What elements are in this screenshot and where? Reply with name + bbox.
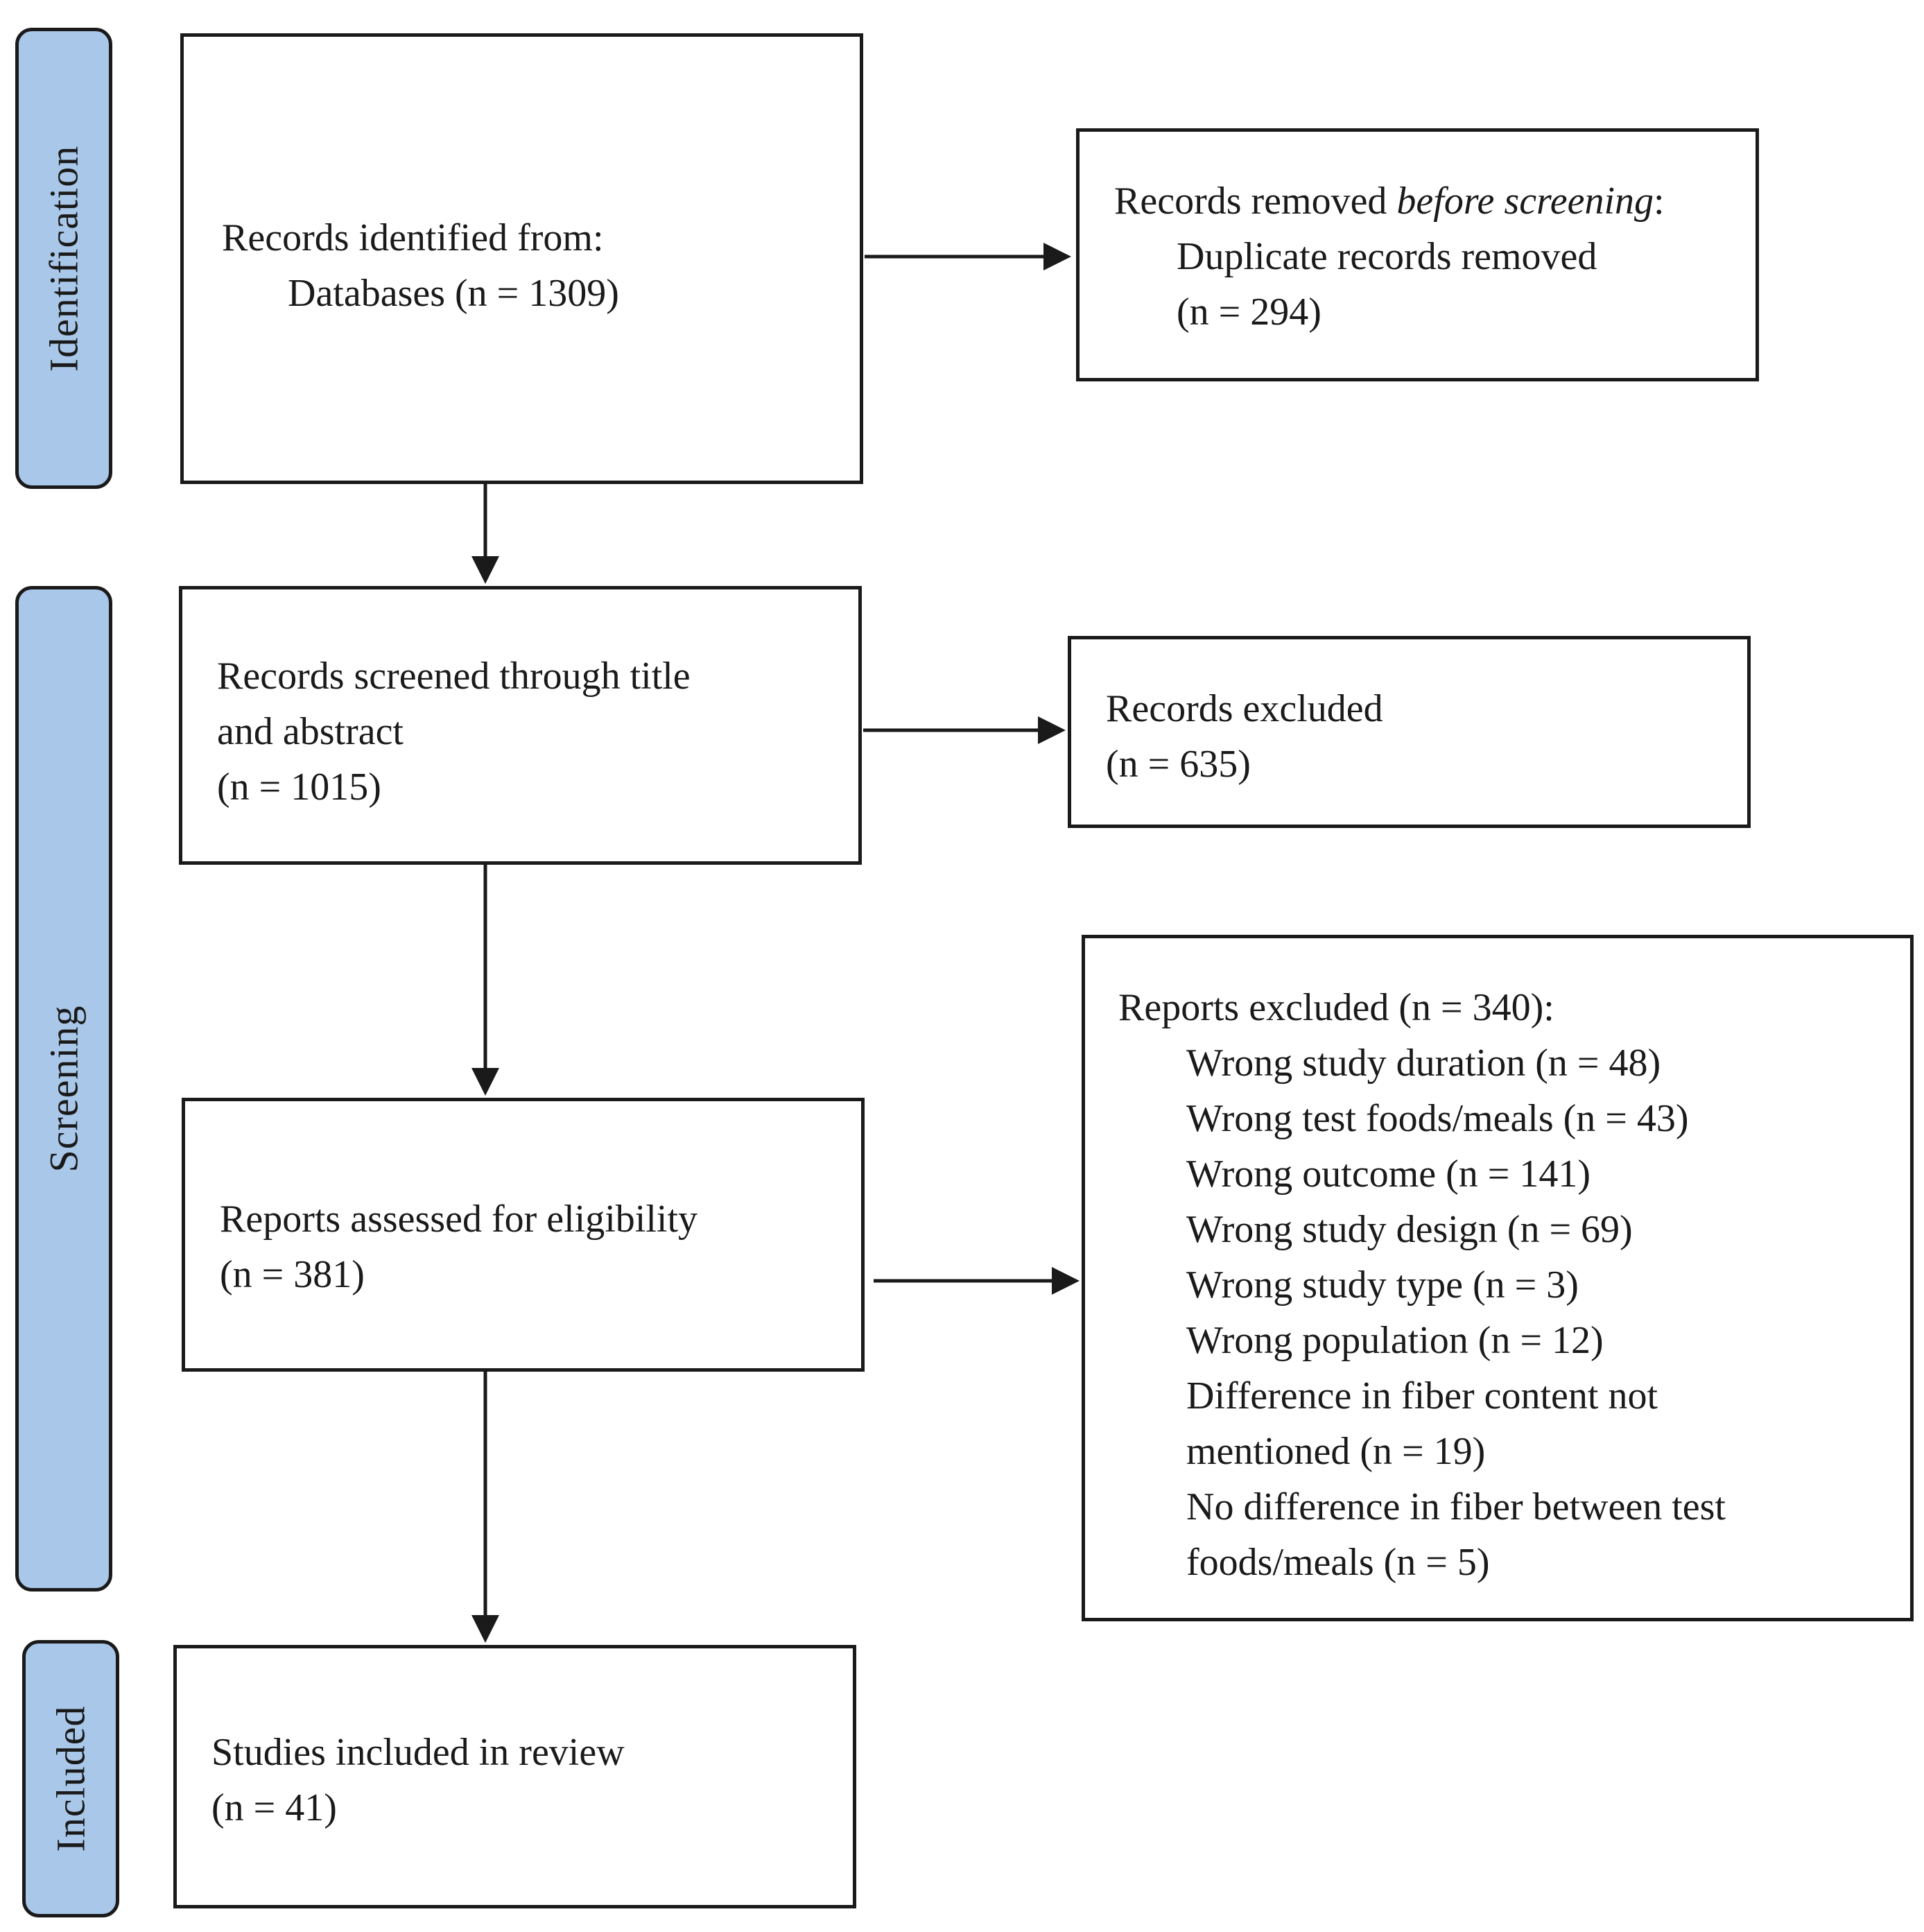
exclusion-reason: Wrong study type (n = 3): [1186, 1263, 1579, 1306]
reports-assessed-line1: Reports assessed for eligibility: [220, 1198, 698, 1241]
records-screened-box: Records screened through title and abstr…: [179, 586, 862, 865]
exclusion-reason: No difference in fiber between test: [1186, 1485, 1726, 1528]
records-screened-line2: and abstract: [217, 710, 404, 753]
records-identified-line1: Records identified from:: [222, 216, 604, 259]
records-excluded-line2: (n = 635): [1106, 743, 1251, 786]
records-excluded-line1: Records excluded: [1106, 687, 1383, 730]
phase-included: Included: [22, 1640, 119, 1917]
exclusion-reason: foods/meals (n = 5): [1186, 1541, 1490, 1584]
studies-included-line2: (n = 41): [211, 1786, 337, 1829]
reports-excluded-title: Reports excluded (n = 340):: [1118, 986, 1554, 1029]
arrowhead-down: [471, 556, 499, 584]
reports-assessed-line2: (n = 381): [220, 1253, 365, 1296]
exclusion-reason: Difference in fiber content not: [1186, 1374, 1658, 1417]
records-identified-line2: Databases (n = 1309): [288, 272, 619, 315]
exclusion-reason: Wrong population (n = 12): [1186, 1319, 1604, 1362]
records-removed-line3: (n = 294): [1177, 291, 1321, 334]
exclusion-reason: mentioned (n = 19): [1186, 1430, 1486, 1473]
reports-assessed-box: Reports assessed for eligibility (n = 38…: [182, 1098, 865, 1372]
phase-identification: Identification: [15, 28, 112, 489]
records-identified-box: Records identified from: Databases (n = …: [180, 33, 863, 484]
exclusion-reason: Wrong test foods/meals (n = 43): [1186, 1097, 1689, 1140]
exclusion-reason: Wrong study duration (n = 48): [1186, 1042, 1661, 1085]
arrowhead-right: [1052, 1267, 1080, 1295]
arrowhead-down: [471, 1615, 499, 1643]
records-excluded-box: Records excluded (n = 635): [1068, 636, 1751, 828]
arrowhead-down: [471, 1068, 499, 1096]
records-screened-line1: Records screened through title: [217, 655, 691, 698]
records-screened-line3: (n = 1015): [217, 766, 381, 809]
reports-excluded-box: Reports excluded (n = 340): Wrong study …: [1082, 935, 1914, 1621]
studies-included-box: Studies included in review (n = 41): [173, 1645, 856, 1908]
phase-screening: Screening: [15, 586, 112, 1592]
exclusion-reason: Wrong study design (n = 69): [1186, 1208, 1633, 1251]
records-removed-line2: Duplicate records removed: [1177, 235, 1597, 278]
records-removed-box: Records removed before screening: Duplic…: [1076, 128, 1759, 381]
arrowhead-right: [1043, 243, 1071, 270]
records-removed-line1: Records removed before screening:: [1114, 180, 1665, 223]
studies-included-line1: Studies included in review: [211, 1731, 625, 1774]
arrowhead-right: [1038, 716, 1066, 744]
exclusion-reason: Wrong outcome (n = 141): [1186, 1153, 1591, 1196]
